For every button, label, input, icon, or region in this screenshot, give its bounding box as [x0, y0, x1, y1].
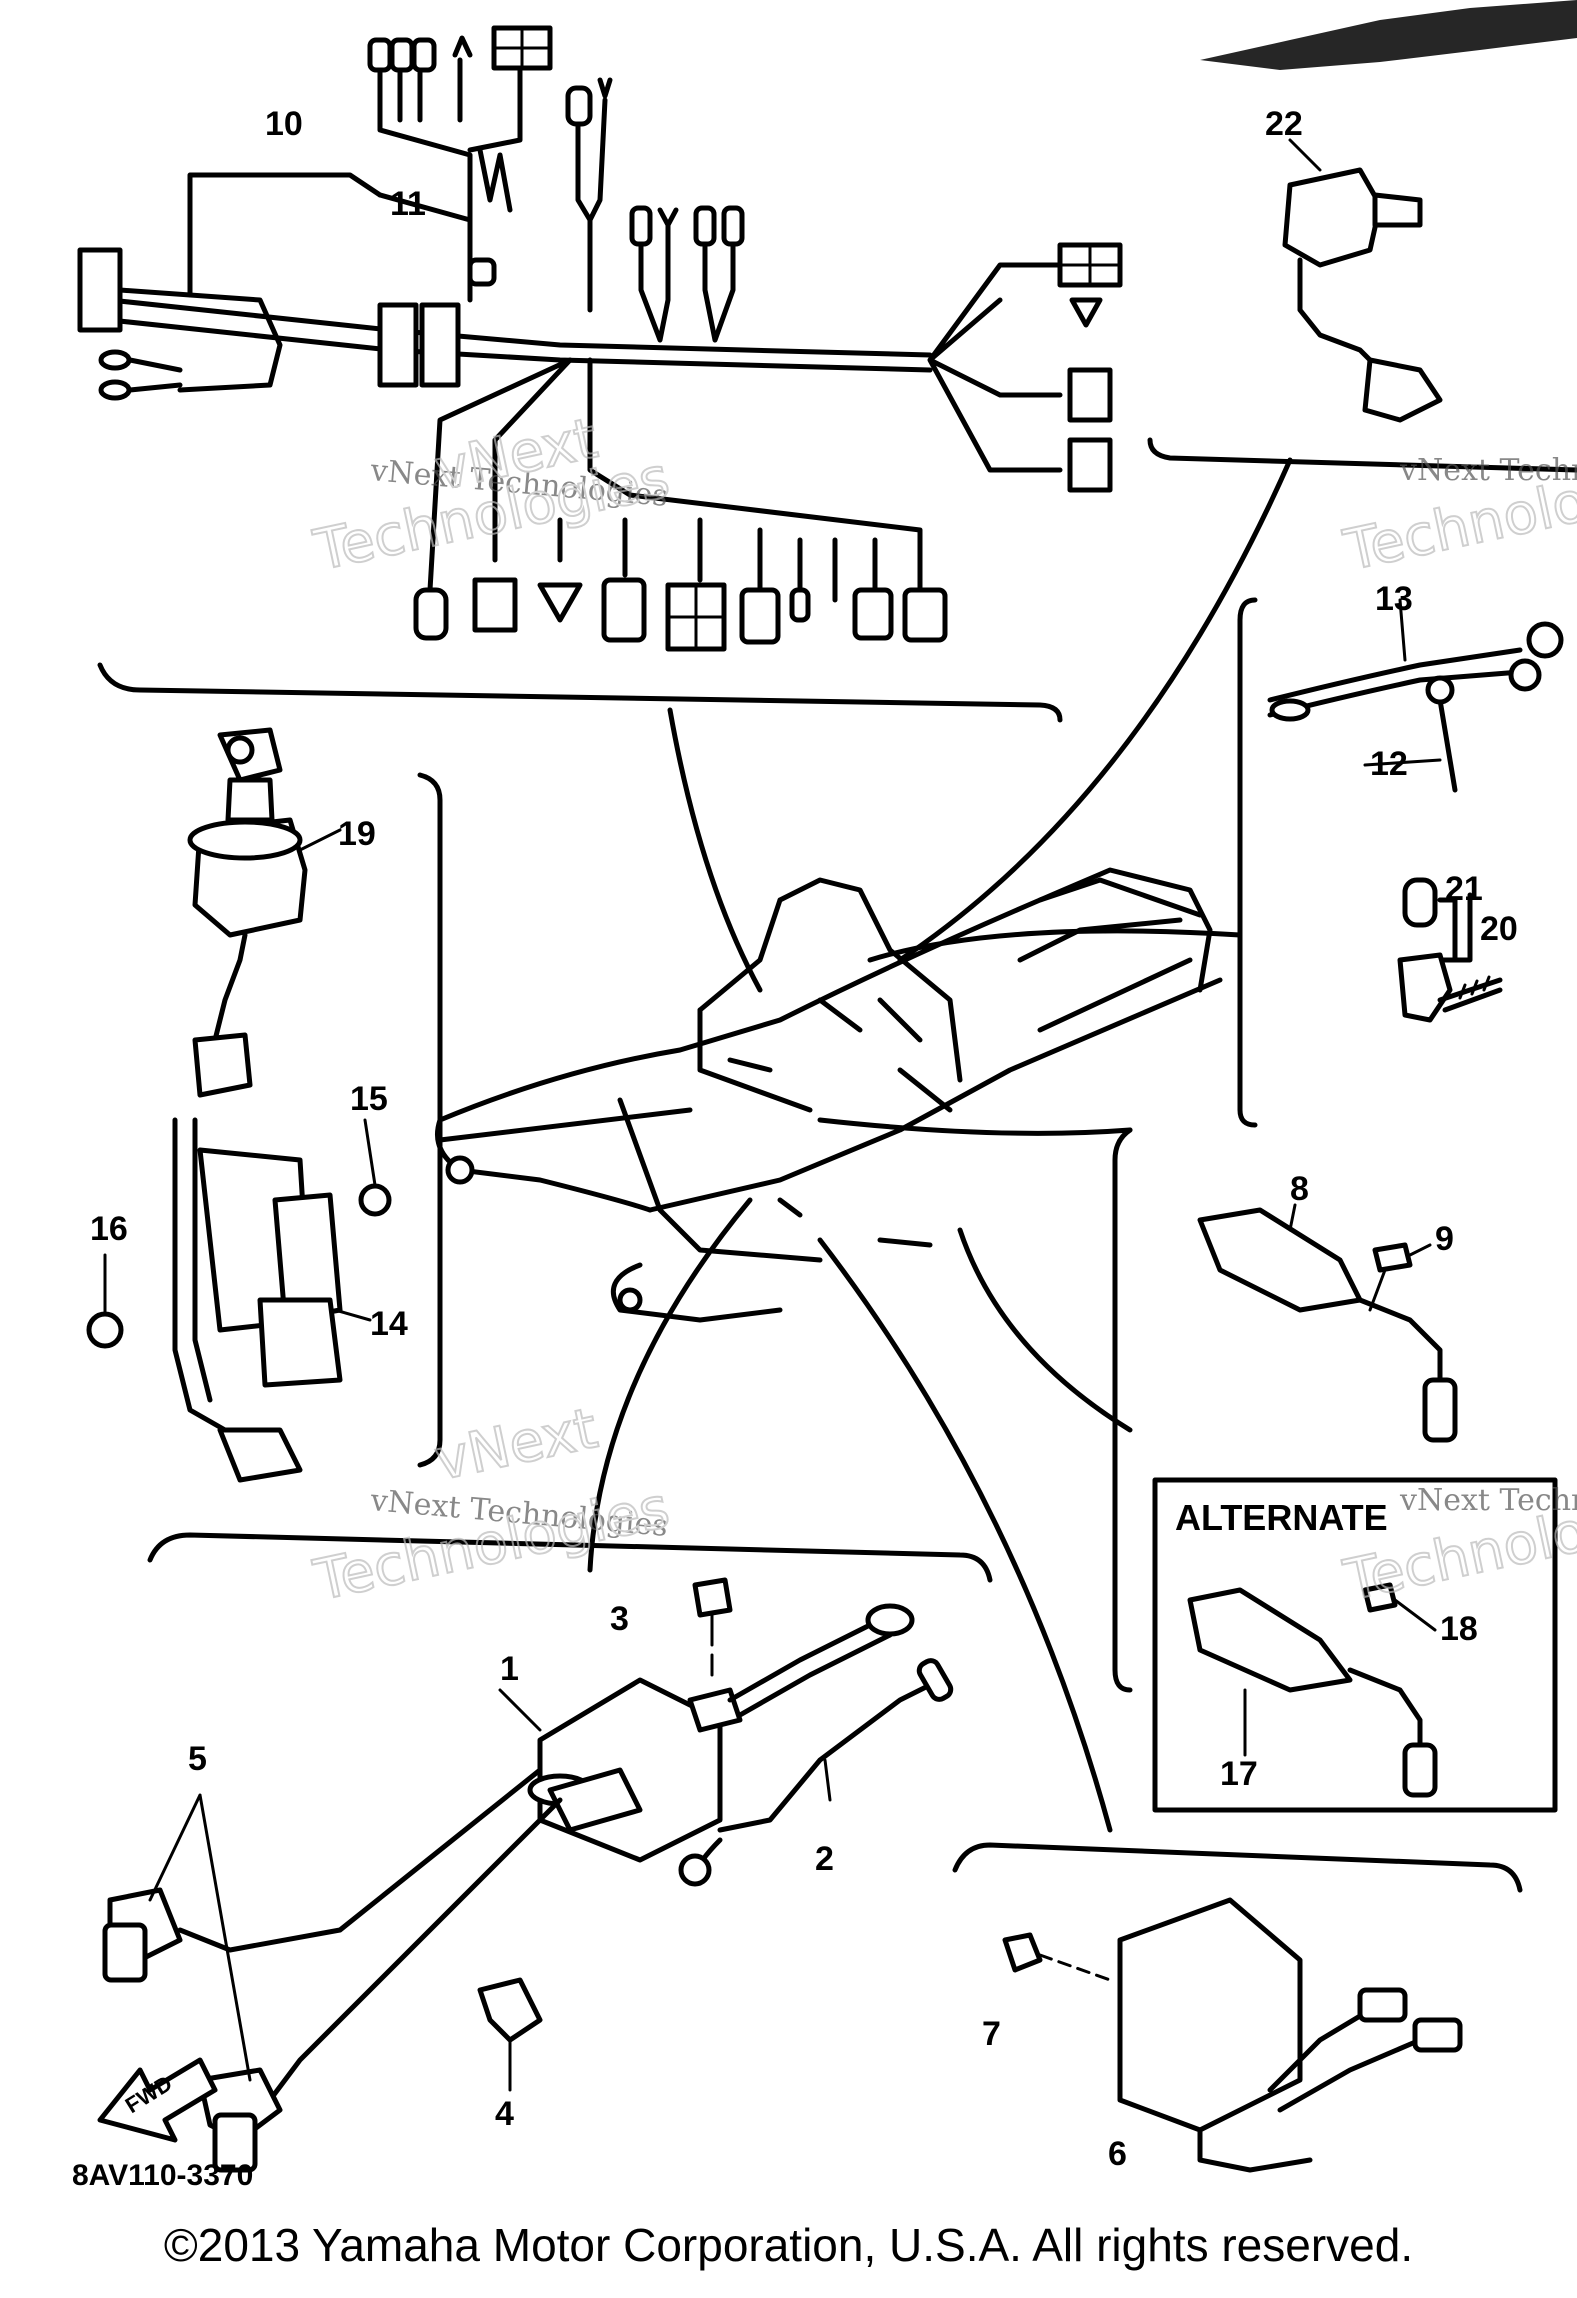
leader-lines	[437, 457, 1293, 1833]
ink-smudge	[1200, 0, 1577, 70]
callout-22: 22	[1265, 105, 1303, 143]
callout-11: 11	[390, 185, 426, 223]
fwd-arrow-icon	[97, 2057, 218, 2143]
callout-1: 1	[500, 1650, 519, 1688]
svg-text:vNext Technologies: vNext Technologies	[1399, 453, 1577, 488]
callout-19: 19	[338, 815, 376, 853]
callout-leaders	[103, 138, 1442, 1757]
callout-21: 21	[1445, 870, 1483, 908]
callout-10: 10	[265, 105, 303, 143]
alternate-box	[1152, 1477, 1558, 1813]
callout-20: 20	[1480, 910, 1518, 948]
parts-8-9	[1112, 1127, 1458, 1693]
callout-18: 18	[1440, 1610, 1478, 1648]
connector-block	[377, 302, 419, 388]
callout-17: 17	[1220, 1755, 1258, 1793]
parts-14-15-16	[86, 1117, 392, 1483]
svg-text:vNext: vNext	[429, 1396, 603, 1494]
cdi-unit-group	[952, 1842, 1523, 2173]
callout-8: 8	[1290, 1170, 1309, 1208]
callout-6: 6	[1108, 2135, 1127, 2173]
callout-15: 15	[350, 1080, 388, 1118]
connector-block	[77, 247, 123, 333]
callout-4: 4	[495, 2095, 514, 2133]
svg-text:vNext Technologies: vNext Technologies	[1399, 1483, 1577, 1518]
callout-16: 16	[90, 1210, 128, 1248]
part-22-switch	[1147, 167, 1577, 473]
callout-5: 5	[188, 1740, 207, 1778]
harness-bracket	[97, 662, 1063, 723]
alternate-frame	[1152, 1477, 1558, 1813]
parts-12-13	[1237, 597, 1564, 1128]
callout-3: 3	[610, 1600, 629, 1638]
alternate-label: ALTERNATE	[1175, 1497, 1388, 1538]
connector-block	[419, 302, 461, 388]
figure-code: 8AV110-3370	[72, 2159, 253, 2192]
wire-harness-group	[77, 25, 1123, 723]
callout-2: 2	[815, 1840, 834, 1878]
copyright-notice: ©2013 Yamaha Motor Corporation, U.S.A. A…	[163, 2219, 1414, 2271]
ignition-coil-group	[97, 1532, 993, 2173]
parts-20-21	[1397, 877, 1503, 1023]
callout-13: 13	[1375, 580, 1413, 618]
callout-labels: 1 2 3 4 5 6 7 8 9 10 11 12 13 14 15 16 1…	[90, 105, 1518, 2173]
callout-14: 14	[370, 1305, 408, 1343]
upper-connectors	[367, 25, 745, 343]
callout-7: 7	[982, 2015, 1001, 2053]
callout-9: 9	[1435, 1220, 1454, 1258]
